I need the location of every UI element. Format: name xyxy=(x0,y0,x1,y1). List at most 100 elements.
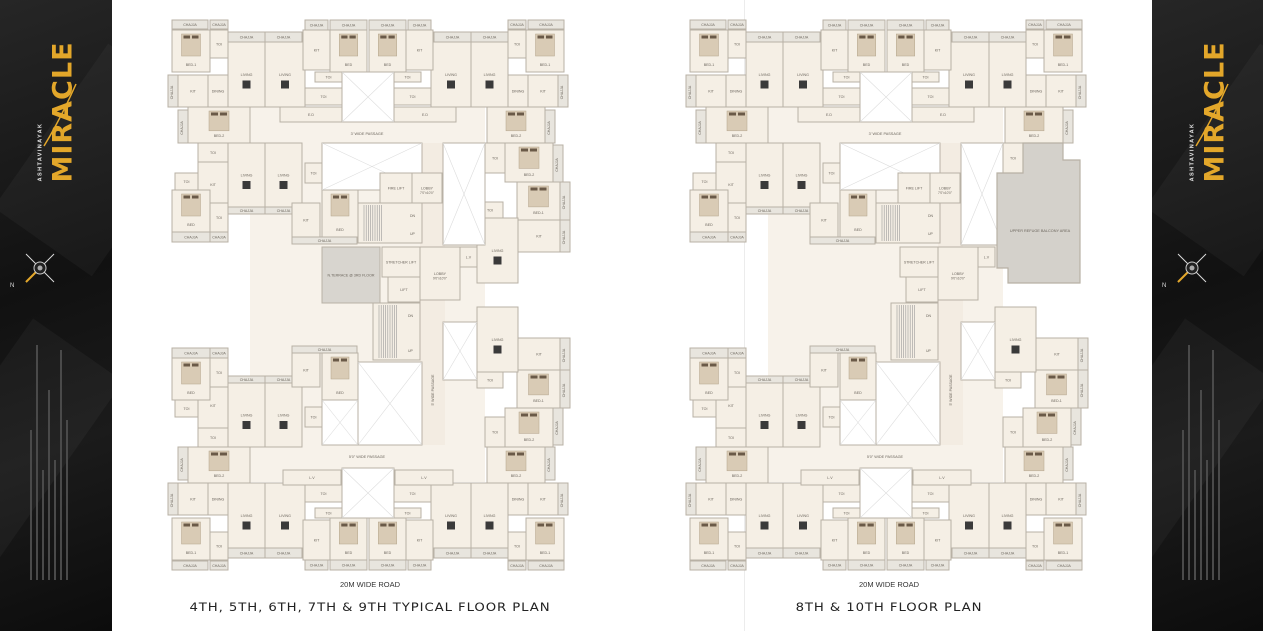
room-dimension: 7'0"x10'0" xyxy=(938,191,952,195)
room-toi: TOI xyxy=(727,357,747,388)
room-chajja: CHAJJA xyxy=(727,231,747,243)
bed-furniture-icon xyxy=(857,521,876,545)
room-chajja: CHAJJA xyxy=(527,560,565,571)
room-label: LIVING xyxy=(241,414,253,418)
room-chajjaV: CHAJJA xyxy=(559,219,571,253)
room-chajja: CHAJJA xyxy=(822,559,847,571)
room-toi: TOI xyxy=(911,71,940,83)
room-label: KIT xyxy=(935,49,941,53)
room-label: CHAJJA xyxy=(510,23,524,27)
room-label: DINING xyxy=(1030,90,1043,94)
room-label: TOI xyxy=(728,151,734,155)
stair-down-label: DN xyxy=(410,214,416,218)
pillow-icon xyxy=(341,358,347,362)
room-toi: TOI xyxy=(692,172,717,191)
bed-furniture-icon xyxy=(330,356,350,380)
duct-cross-line xyxy=(442,321,478,381)
tv-unit-icon xyxy=(799,521,807,530)
room-label: LIVING xyxy=(1010,338,1022,342)
room-ed: E.D xyxy=(911,106,975,123)
room-toi: TOI xyxy=(304,406,323,428)
room-label: TOI xyxy=(311,416,317,420)
room-label: LIVING xyxy=(759,414,771,418)
pillow-icon xyxy=(220,112,227,116)
bed-furniture-icon xyxy=(699,361,719,385)
room-duct xyxy=(357,361,423,446)
room-dining: DINING xyxy=(725,482,747,516)
room-toi: TOI xyxy=(209,202,229,233)
room-label: TOI xyxy=(514,545,520,549)
pillow-icon xyxy=(859,35,866,39)
room-label: CHAJJA xyxy=(310,564,324,568)
room-chajja: CHAJJA xyxy=(822,19,847,31)
room-label: E.D xyxy=(940,113,946,117)
bed-furniture-icon xyxy=(1023,110,1045,132)
room-chajjaV: CHAJJA xyxy=(1070,407,1082,446)
bed-furniture-icon xyxy=(699,193,719,217)
tv-unit-icon xyxy=(281,80,289,89)
room-label: CHAJJA xyxy=(413,564,427,568)
room-label: TOI xyxy=(492,157,498,161)
room-label: LIVING xyxy=(484,73,496,77)
pillow-icon xyxy=(1035,452,1042,456)
room-label: DINING xyxy=(512,90,525,94)
room-label: BED xyxy=(187,223,195,227)
room-living: LIVING xyxy=(948,482,990,549)
room-toi: TOI xyxy=(174,172,199,191)
room-dining: DINING xyxy=(507,482,529,516)
room-label: LIVING xyxy=(445,514,457,518)
room-label: CHAJJA xyxy=(860,564,874,568)
room-label: CHAJJA xyxy=(1057,564,1071,568)
room-kit: KIT xyxy=(527,74,559,108)
room-living: LIVING xyxy=(948,41,990,108)
room-label: CHAJJA xyxy=(381,24,395,28)
room-label: CHAJJA xyxy=(170,493,174,507)
room-kit: KIT xyxy=(291,352,321,388)
tv-unit-icon xyxy=(760,80,769,89)
room-chajja: CHAJJA xyxy=(171,347,211,359)
room-label: CHAJJA xyxy=(212,352,226,356)
room-toi: TOI xyxy=(393,87,432,106)
logo-swoosh-icon xyxy=(43,83,77,147)
room-chajja: CHAJJA xyxy=(727,560,747,571)
pillow-icon xyxy=(701,363,708,367)
room-label: CHAJJA xyxy=(318,348,332,352)
room-dining: DINING xyxy=(1025,482,1047,516)
plan-title-left: 4TH, 5TH, 6TH, 7TH & 9TH TYPICAL FLOOR P… xyxy=(189,600,551,614)
room-label: CHAJJA xyxy=(702,236,716,240)
duct-cross-line xyxy=(357,361,423,446)
bed-furniture-icon xyxy=(330,193,350,217)
pillow-icon xyxy=(537,523,544,527)
room-label: BED-2 xyxy=(511,474,522,478)
room-label: KIT xyxy=(210,183,216,187)
brand-logo: MIRACLE ASHTAVINAYAK xyxy=(1152,0,1263,200)
plan-title-right: 8TH & 10TH FLOOR PLAN xyxy=(795,600,983,614)
room-label: CHAJJA xyxy=(212,564,226,568)
room-bed: BED xyxy=(368,517,407,561)
room-chajja: CHAJJA xyxy=(782,31,821,43)
room-toi: TOI xyxy=(715,142,747,163)
room-chajja: CHAJJA xyxy=(847,19,886,31)
room-label: BED-2 xyxy=(1029,474,1040,478)
bed-furniture-icon xyxy=(699,33,719,57)
duct-cross-line xyxy=(341,71,395,123)
room-bed: BED xyxy=(847,29,886,73)
bed-furniture-icon xyxy=(1046,373,1067,396)
room-dimension: 9'0"x10'0" xyxy=(433,277,447,281)
tv-unit-icon xyxy=(485,521,494,530)
pillow-icon xyxy=(851,358,857,362)
pillow-icon xyxy=(1057,375,1065,379)
room-dining: DINING xyxy=(207,74,229,108)
duct-cross-line xyxy=(960,142,1004,246)
pillow-icon xyxy=(1064,523,1071,527)
room-label: TOI xyxy=(410,95,416,99)
room-label: TOI xyxy=(844,512,850,516)
room-label: KIT xyxy=(728,404,734,408)
room-label: CHAJJA xyxy=(562,195,566,209)
room-label: KIT xyxy=(708,90,714,94)
room-toi: TOI xyxy=(209,29,229,59)
room-label: FIRE LIFT xyxy=(906,187,923,191)
room-label: CHAJJA xyxy=(795,209,809,213)
